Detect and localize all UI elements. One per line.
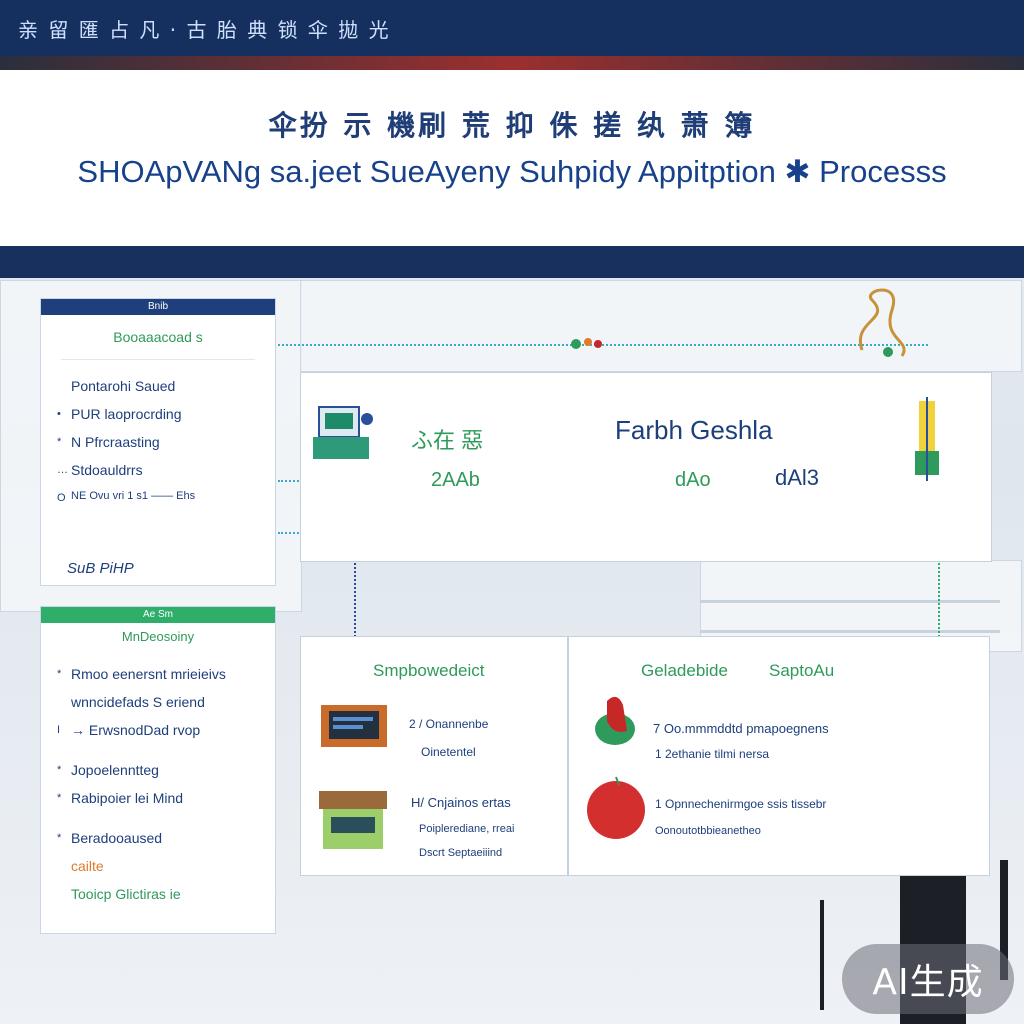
list-item: •PUR laoprocrding <box>57 406 182 422</box>
panel-bottom-right-row2-label2: Oonoutotbbieanetheo <box>655 825 761 837</box>
panel-bottom-left-row2-label2: Poiplerediane, rreai <box>419 823 515 835</box>
background-desk-leg-2 <box>820 900 824 1010</box>
ai-generated-badge: AI生成 <box>842 944 1014 1014</box>
sidebar-card-1-footer: SuB PiHP <box>67 560 134 577</box>
red-ball-icon <box>587 776 645 839</box>
list-item: Pontarohi Saued <box>71 378 176 394</box>
connector-vertical-1 <box>354 560 356 640</box>
machine-illustration-icon <box>313 406 373 459</box>
page-title-en: SHOApVANg sa.jeet SueAyeny Suhpidy Appit… <box>77 154 947 189</box>
sidebar-card-2-head: Ae Sm <box>41 607 275 623</box>
monitor-device-icon <box>321 705 387 747</box>
page-title-cn: 伞扮 示 機刷 荒 抑 侏 搓 纨 萧 簿 <box>268 109 756 142</box>
connector-vertical-2 <box>938 560 940 640</box>
box-device-icon <box>319 791 387 849</box>
top-banner-label: 亲 留 匯 占 凡 · 古 胎 典 锁 伞 拋 光 <box>18 17 391 42</box>
list-item: …Stdoauldrrs <box>57 462 143 478</box>
panel-bottom-right-row1-label2: 1 2ethanie tilmi nersa <box>655 747 770 761</box>
list-item: *Rabipoier lei Mind <box>57 790 184 806</box>
tower-illustration-icon <box>915 397 939 481</box>
ai-generated-badge-label: AI生成 <box>872 962 984 1003</box>
top-banner: 亲 留 匯 占 凡 · 古 胎 典 锁 伞 拋 光 <box>0 0 1024 56</box>
sprout-icon <box>571 338 602 349</box>
panel-bottom-left-row1-label1: 2 / Onannenbe <box>409 717 489 731</box>
panel-top-label-c: dAl3 <box>775 465 820 490</box>
panel-top-label-a: 2AAb <box>431 469 480 491</box>
background-shelf-2 <box>700 630 1000 633</box>
header-divider-band <box>0 246 1024 278</box>
panel-top-left-tag: ふ在 惡 <box>411 428 484 453</box>
sidebar-card-1-divider <box>61 359 255 360</box>
pepper-illustration-icon <box>595 696 635 745</box>
sidebar-card-1-head: Bnib <box>41 299 275 315</box>
connector-line-top <box>278 344 928 346</box>
header-card: 伞扮 示 機刷 荒 抑 侏 搓 纨 萧 簿 SHOApVANg sa.jeet … <box>0 70 1024 246</box>
flow-panel-bottom-left: Smpbowedeict 2 / Onannenbe Oinetentel H/… <box>300 636 568 876</box>
list-item: cailte <box>71 858 104 874</box>
panel-bottom-right-title-a: Geladebide <box>641 661 728 680</box>
list-item: I→ ErwsnodDad rvop <box>57 722 201 738</box>
background-shelf-1 <box>700 600 1000 603</box>
list-item: *N Pfrcraasting <box>57 434 160 450</box>
sidebar-card-2-subtitle: MnDeosoiny <box>121 629 195 644</box>
panel-bottom-left-row1-label2: Oinetentel <box>421 745 476 759</box>
top-decorative-strip <box>0 56 1024 70</box>
sidebar-card-1-subtitle: Booaaacoad s <box>113 329 203 345</box>
panel-bottom-right-row2-label1: 1 Opnnechenirmgoe ssis tissebr <box>655 797 827 811</box>
panel-top-center-title: Farbh Geshla <box>615 415 773 445</box>
list-item: *Beradooaused <box>57 830 163 846</box>
panel-bottom-left-title: Smpbowedeict <box>373 661 485 680</box>
flow-panel-top: ふ在 惡 Farbh Geshla 2AAb dAo dAl3 <box>300 372 992 562</box>
list-item: *Jopoelenntteg <box>57 762 159 778</box>
sidebar-card-1: Bnib Booaaacoad s Pontarohi Saued •PUR l… <box>40 298 276 586</box>
list-item: wnncidefads S eriend <box>71 694 205 710</box>
coil-illustration-icon <box>858 288 906 357</box>
sidebar-card-2: Ae Sm MnDeosoiny *Rmoo eenersnt mrieieiv… <box>40 606 276 934</box>
list-item: *Rmoo eenersnt mrieieivs <box>57 666 226 682</box>
panel-top-label-b: dAo <box>675 469 711 491</box>
background-window-2 <box>300 280 1022 372</box>
background-desk-leg-3 <box>1000 860 1008 980</box>
sidebar-card-2-list: *Rmoo eenersnt mrieieivs wnncidefads S e… <box>41 666 275 902</box>
panel-bottom-right-row1-label1: 7 Oo.mmmddtd pmapoegnens <box>653 721 829 736</box>
panel-bottom-left-row3-label: Dscrt Septaeiiind <box>419 847 503 859</box>
panel-bottom-right-title-b: SaptoAu <box>769 661 835 680</box>
sidebar-card-1-list: Pontarohi Saued •PUR laoprocrding *N Pfr… <box>41 378 275 504</box>
list-item: Tooicp Glictiras ie <box>71 886 181 902</box>
panel-bottom-left-row2-label1: H/ Cnjainos ertas <box>411 795 511 810</box>
flow-panel-bottom-right: Geladebide SaptoAu 7 Oo.mmmddtd pmapoegn… <box>568 636 990 876</box>
